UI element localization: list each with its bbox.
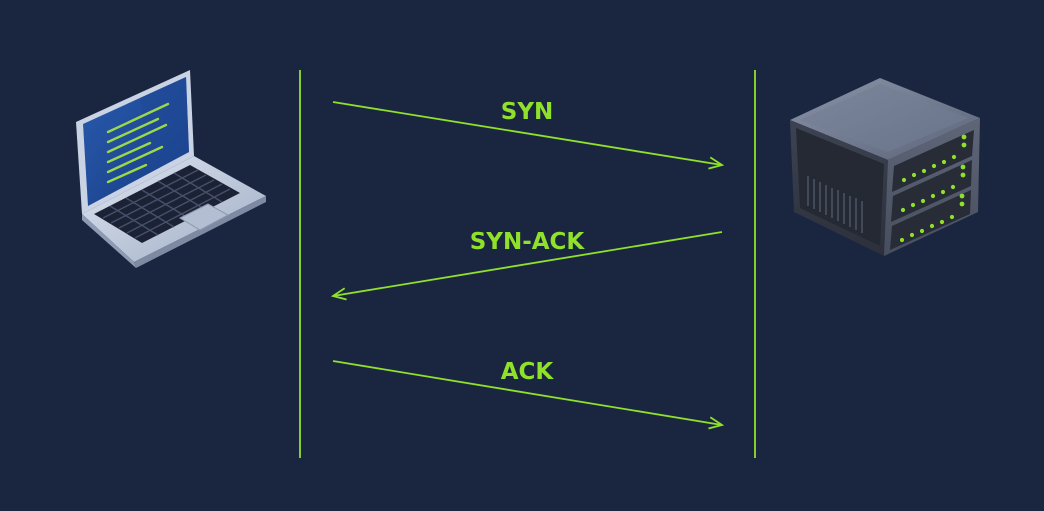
ack-label: ACK: [501, 359, 555, 385]
keyboard-keys: [102, 169, 231, 239]
drive-bay-top: [892, 130, 974, 192]
syn-ack-label: SYN-ACK: [470, 229, 586, 255]
server-status-lights: [899, 134, 967, 243]
message-syn: SYN: [332, 99, 725, 170]
syn-arrowhead: [708, 156, 725, 170]
syn-ack-arrow: [332, 231, 723, 297]
message-syn-ack: SYN-ACK: [330, 229, 723, 301]
syn-label: SYN: [501, 99, 553, 125]
server-vents: [807, 176, 863, 233]
syn-ack-arrowhead: [330, 287, 347, 301]
drive-bay-middle: [891, 160, 972, 222]
syn-arrow: [332, 101, 723, 166]
message-ack: ACK: [332, 359, 725, 430]
server-icon: [790, 78, 980, 256]
ack-arrow: [332, 360, 723, 426]
code-lines: [106, 102, 170, 184]
ack-arrowhead: [708, 416, 725, 430]
laptop-icon: [76, 70, 266, 268]
